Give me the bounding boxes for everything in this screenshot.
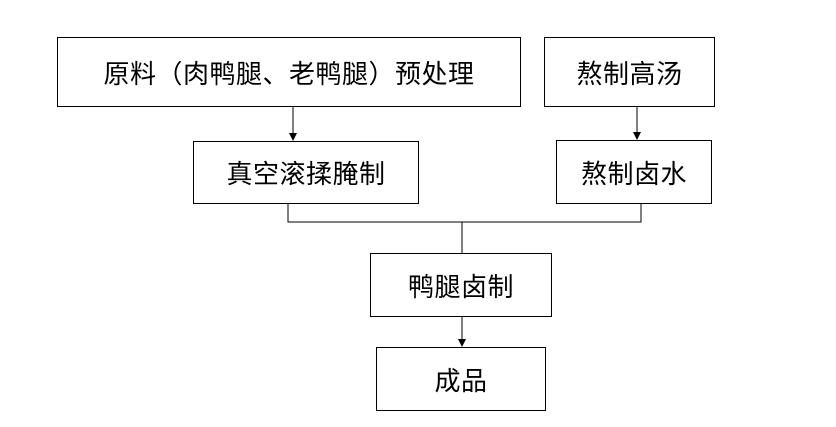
node-label: 熬制高汤 [576, 59, 683, 90]
node-label: 成品 [434, 366, 488, 397]
node-final-product: 成品 [376, 347, 546, 411]
node-vacuum-tumble-marinate: 真空滚揉腌制 [193, 141, 419, 204]
node-label: 熬制卤水 [580, 159, 687, 190]
node-broth: 熬制高汤 [544, 37, 715, 107]
connector-tumble-brine-merge [287, 204, 642, 223]
node-label: 原料（肉鸭腿、老鸭腿）预处理 [103, 59, 475, 90]
node-duck-leg-braise: 鸭腿卤制 [370, 253, 552, 317]
node-brine: 熬制卤水 [556, 140, 712, 204]
node-label: 鸭腿卤制 [407, 272, 514, 303]
node-label: 真空滚揉腌制 [226, 160, 386, 190]
node-raw-material-pretreatment: 原料（肉鸭腿、老鸭腿）预处理 [57, 37, 521, 107]
